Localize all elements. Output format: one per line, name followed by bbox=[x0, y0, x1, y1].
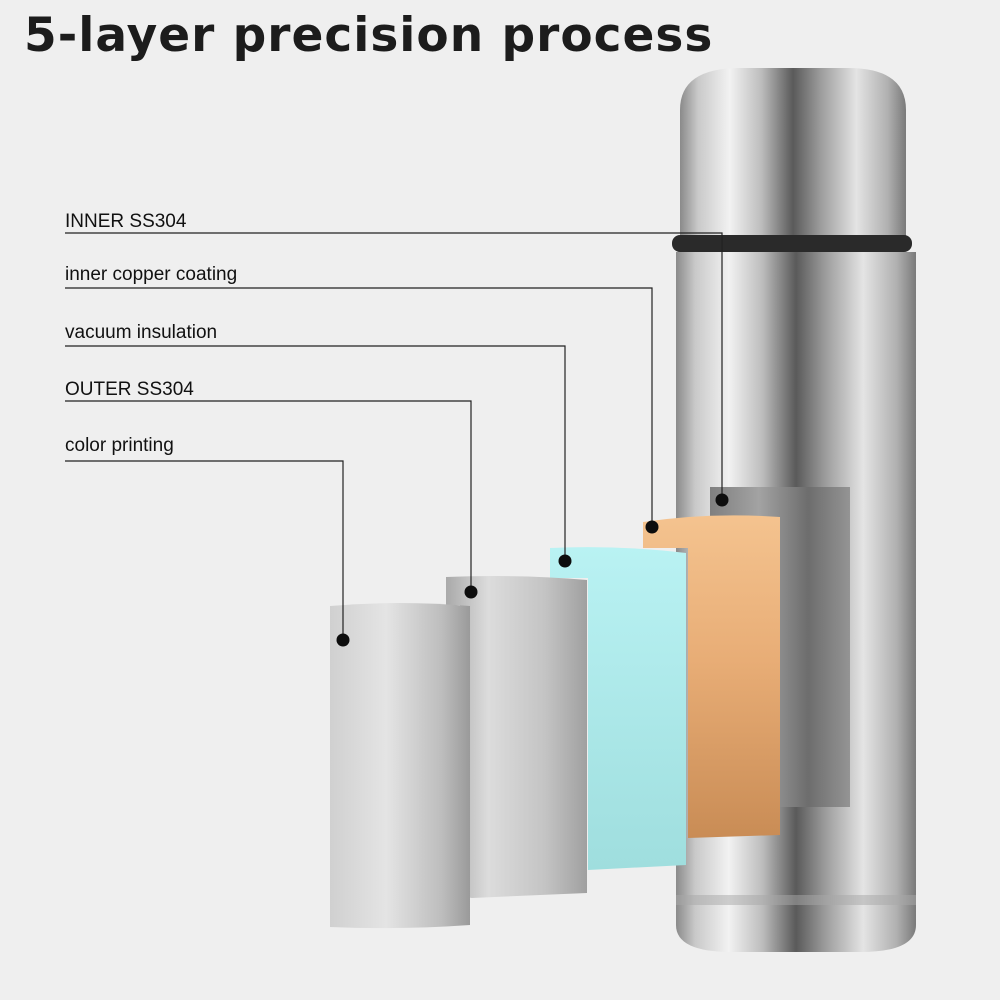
page-title: 5-layer precision process bbox=[24, 8, 714, 63]
layer-panel-outer-ss304 bbox=[446, 576, 587, 898]
thermos-ring bbox=[672, 235, 912, 252]
layer-label-inner-ss304: INNER SS304 bbox=[65, 211, 187, 232]
layer-label-outer-ss304: OUTER SS304 bbox=[65, 379, 194, 400]
thermos-cap bbox=[680, 68, 906, 237]
layer-label-color-printing: color printing bbox=[65, 435, 174, 456]
layer-panel-copper-coating bbox=[643, 515, 780, 838]
marker-dot-outer-ss304 bbox=[464, 585, 478, 599]
marker-dot-vacuum-insulation bbox=[558, 554, 572, 568]
leader-line-outer-ss304 bbox=[65, 400, 472, 592]
leader-line-inner-ss304 bbox=[65, 232, 723, 500]
layer-panel-color-printing bbox=[330, 603, 470, 929]
leader-line-vacuum-insulation bbox=[65, 345, 566, 561]
marker-dot-copper-coating bbox=[645, 520, 659, 534]
layer-panel-vacuum-insulation bbox=[550, 547, 686, 870]
leader-line-color-printing bbox=[65, 460, 344, 640]
layer-label-copper-coating: inner copper coating bbox=[65, 264, 238, 285]
marker-dot-inner-ss304 bbox=[715, 493, 729, 507]
layer-label-vacuum-insulation: vacuum insulation bbox=[65, 322, 218, 343]
leader-line-copper-coating bbox=[65, 287, 653, 527]
marker-dot-color-printing bbox=[336, 633, 350, 647]
thermos-base-band bbox=[676, 895, 916, 905]
